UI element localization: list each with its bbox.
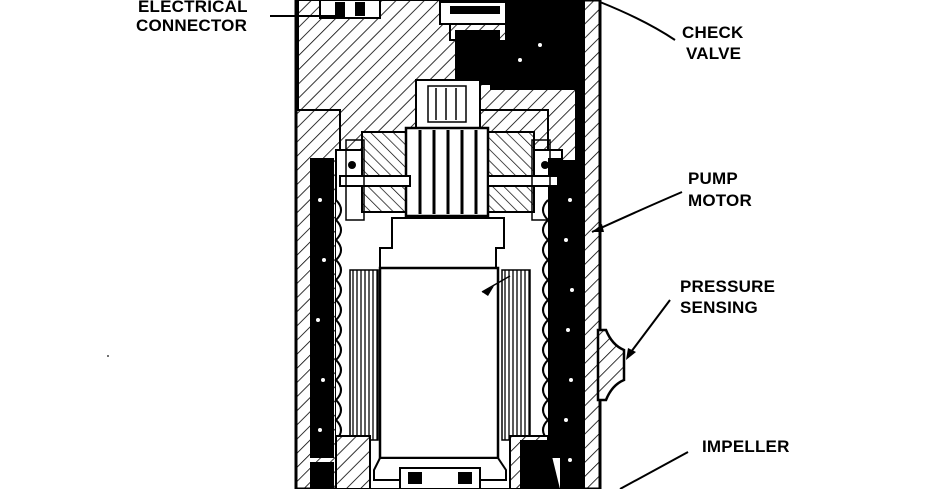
leader-impeller: [619, 451, 689, 489]
leader-pressure-sensing: [627, 299, 671, 357]
leader-motor-center: [481, 275, 511, 293]
arrow-pressure-sensing: [626, 348, 636, 360]
leader-pump-motor: [591, 191, 683, 233]
label-impeller: IMPELLER: [702, 437, 790, 456]
svg-text:ELECTRICAL: ELECTRICAL: [138, 0, 248, 16]
svg-text:CONNECTOR: CONNECTOR: [136, 16, 247, 35]
label-pump-motor: PUMP MOTOR: [688, 169, 752, 210]
svg-text:PRESSURE: PRESSURE: [680, 277, 775, 296]
impeller-housing: [335, 435, 560, 489]
field-windings: [334, 199, 550, 441]
label-check-valve: CHECK VALVE: [682, 23, 744, 63]
top-cap: [297, 0, 549, 151]
arrowheads: [482, 224, 636, 360]
right-magnet: [548, 158, 562, 458]
label-electrical-connector: ELECTRICAL CONNECTOR: [136, 0, 248, 35]
label-pressure-sensing: PRESSURE SENSING: [680, 277, 775, 317]
arrow-pump-motor: [592, 224, 604, 232]
svg-text:IMPELLER: IMPELLER: [702, 437, 790, 456]
svg-text:VALVE: VALVE: [686, 44, 741, 63]
svg-text:CHECK: CHECK: [682, 23, 744, 42]
commutator-assembly: [339, 79, 559, 221]
leader-check-valve: [599, 1, 676, 41]
leader-lines: [270, 1, 689, 489]
arrow-motor-center: [482, 286, 494, 296]
svg-text:SENSING: SENSING: [680, 298, 758, 317]
svg-text:MOTOR: MOTOR: [688, 191, 752, 210]
left-magnet: [310, 158, 334, 489]
pressure-port: [596, 328, 626, 402]
svg-text:PUMP: PUMP: [688, 169, 738, 188]
scan-specks: [107, 355, 109, 357]
